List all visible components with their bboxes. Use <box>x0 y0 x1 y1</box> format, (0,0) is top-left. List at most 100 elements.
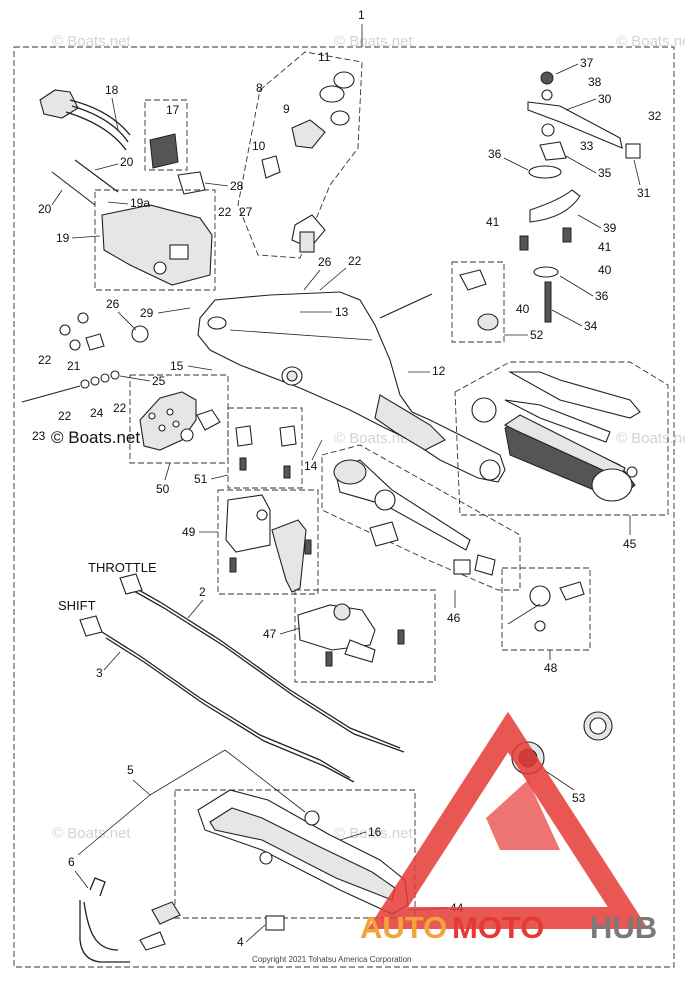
callout-9: 9 <box>283 102 290 116</box>
callout-46: 46 <box>447 611 461 625</box>
grip-45 <box>471 371 641 502</box>
callout-34: 34 <box>584 319 598 333</box>
hardware-left <box>21 312 149 403</box>
throttle-grip <box>139 391 221 451</box>
subassembly-19-boundary <box>94 189 216 291</box>
callout-17: 17 <box>166 103 180 117</box>
assembly-boundary <box>13 46 675 968</box>
kill-switch-lanyard <box>79 877 181 963</box>
callout-50: 50 <box>156 482 170 496</box>
callout-11: 11 <box>318 50 331 64</box>
subassembly-48-boundary <box>501 567 591 651</box>
subassembly-45-boundary <box>454 361 669 516</box>
callout-48: 48 <box>544 661 558 675</box>
subassembly-8-boundary <box>237 51 363 259</box>
callout-41: 41 <box>598 240 612 254</box>
callout-47: 47 <box>263 627 277 641</box>
callout-18: 18 <box>105 83 119 97</box>
callout-30: 30 <box>598 92 612 106</box>
bracket-30-39 <box>519 71 641 323</box>
subassembly-51-boundary <box>227 407 303 489</box>
switch-cap-parts <box>261 71 355 253</box>
shift-label: SHIFT <box>58 598 96 613</box>
logo-moto: MOTO <box>452 910 544 945</box>
callout-40: 40 <box>598 263 612 277</box>
callout-22: 22 <box>348 254 362 268</box>
callout-36: 36 <box>488 147 502 161</box>
callout-27: 27 <box>239 205 253 219</box>
callout-16: 16 <box>368 825 382 839</box>
callout-1: 1 <box>358 8 365 22</box>
boats-net-watermark: © Boats.net <box>51 428 140 447</box>
callout-13: 13 <box>335 305 349 319</box>
bracket-19 <box>51 159 213 286</box>
lower-cover-16 <box>197 789 409 931</box>
callout-53: 53 <box>572 791 586 805</box>
callout-24: 24 <box>90 406 104 420</box>
callout-41: 41 <box>486 215 500 229</box>
automotohub-logo: AUTO MOTO HUB <box>360 711 657 945</box>
callout-26: 26 <box>106 297 120 311</box>
copyright-text: Copyright 2021 Tohatsu America Corporati… <box>252 955 412 964</box>
tiller-handle-body <box>197 291 506 483</box>
callout-10: 10 <box>252 139 266 153</box>
callout-23: 23 <box>32 429 46 443</box>
callout-31: 31 <box>637 186 651 200</box>
watermark: © Boats.net <box>52 825 131 842</box>
callout-3: 3 <box>96 666 103 680</box>
watermark: © Boats.net <box>334 430 413 447</box>
logo-auto: AUTO <box>360 910 447 945</box>
callout-4: 4 <box>237 935 244 949</box>
callout-22: 22 <box>38 353 52 367</box>
callouts: 2 3 4 5 6 8 9 10 11 12 13 14 15 16 17 18… <box>32 50 662 949</box>
watermark: © Boats.net <box>334 33 413 50</box>
callout-49: 49 <box>182 525 196 539</box>
subassembly-16-boundary <box>174 789 416 919</box>
callout-33: 33 <box>580 139 594 153</box>
callout-19: 19 <box>56 231 70 245</box>
subassembly-52-boundary <box>451 261 505 343</box>
watermark: © Boats.net <box>52 33 131 50</box>
callout-26: 26 <box>318 255 332 269</box>
callout-5: 5 <box>127 763 134 777</box>
throttle-shaft <box>333 459 496 576</box>
callout-8: 8 <box>256 81 263 95</box>
throttle-label: THROTTLE <box>88 560 157 575</box>
subassembly-50-boundary <box>129 374 229 464</box>
subassembly-47-boundary <box>294 589 436 683</box>
callout-2: 2 <box>199 585 206 599</box>
callout-32: 32 <box>648 109 662 123</box>
callout-25: 25 <box>152 374 166 388</box>
callout-14: 14 <box>304 459 318 473</box>
callout-19a: 19a <box>130 196 150 210</box>
callout-15: 15 <box>170 359 184 373</box>
callout-20: 20 <box>38 202 52 216</box>
subassembly-46-boundary <box>321 444 521 591</box>
callout-38: 38 <box>588 75 602 89</box>
callout-37: 37 <box>580 56 594 70</box>
watermark: © Boats.net <box>616 33 685 50</box>
callout-22: 22 <box>58 409 72 423</box>
callout-35: 35 <box>598 166 612 180</box>
callout-20: 20 <box>120 155 134 169</box>
callout-45: 45 <box>623 537 637 551</box>
friction-device-48 <box>507 581 585 632</box>
callout-36: 36 <box>595 289 609 303</box>
throttle-lever-49 <box>225 494 312 593</box>
callout-12: 12 <box>432 364 446 378</box>
callout-52: 52 <box>530 328 544 342</box>
callout-22: 22 <box>218 205 232 219</box>
bracket-51 <box>235 425 297 479</box>
wiring-harness <box>39 89 188 171</box>
callout-6: 6 <box>68 855 75 869</box>
cables <box>79 573 405 783</box>
callout-22: 22 <box>113 401 127 415</box>
callout-40: 40 <box>516 302 530 316</box>
shift-lever-47 <box>297 603 405 667</box>
watermark: © Boats.net <box>334 825 413 842</box>
callout-28: 28 <box>230 179 244 193</box>
callout-29: 29 <box>140 306 154 320</box>
rod-52 <box>379 269 499 331</box>
callout-21: 21 <box>67 359 81 373</box>
